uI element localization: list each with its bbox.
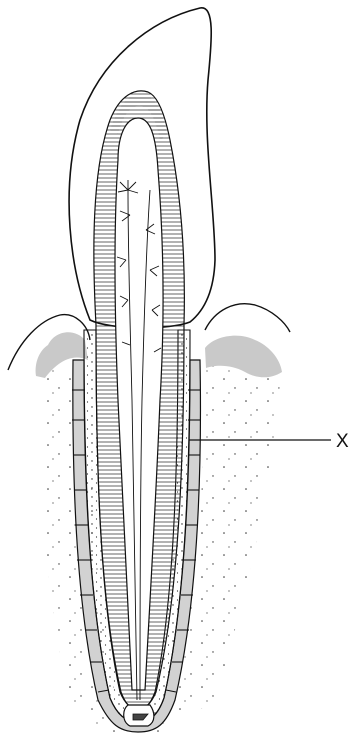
label-x: X bbox=[336, 432, 349, 451]
gingiva-outline bbox=[205, 304, 290, 332]
